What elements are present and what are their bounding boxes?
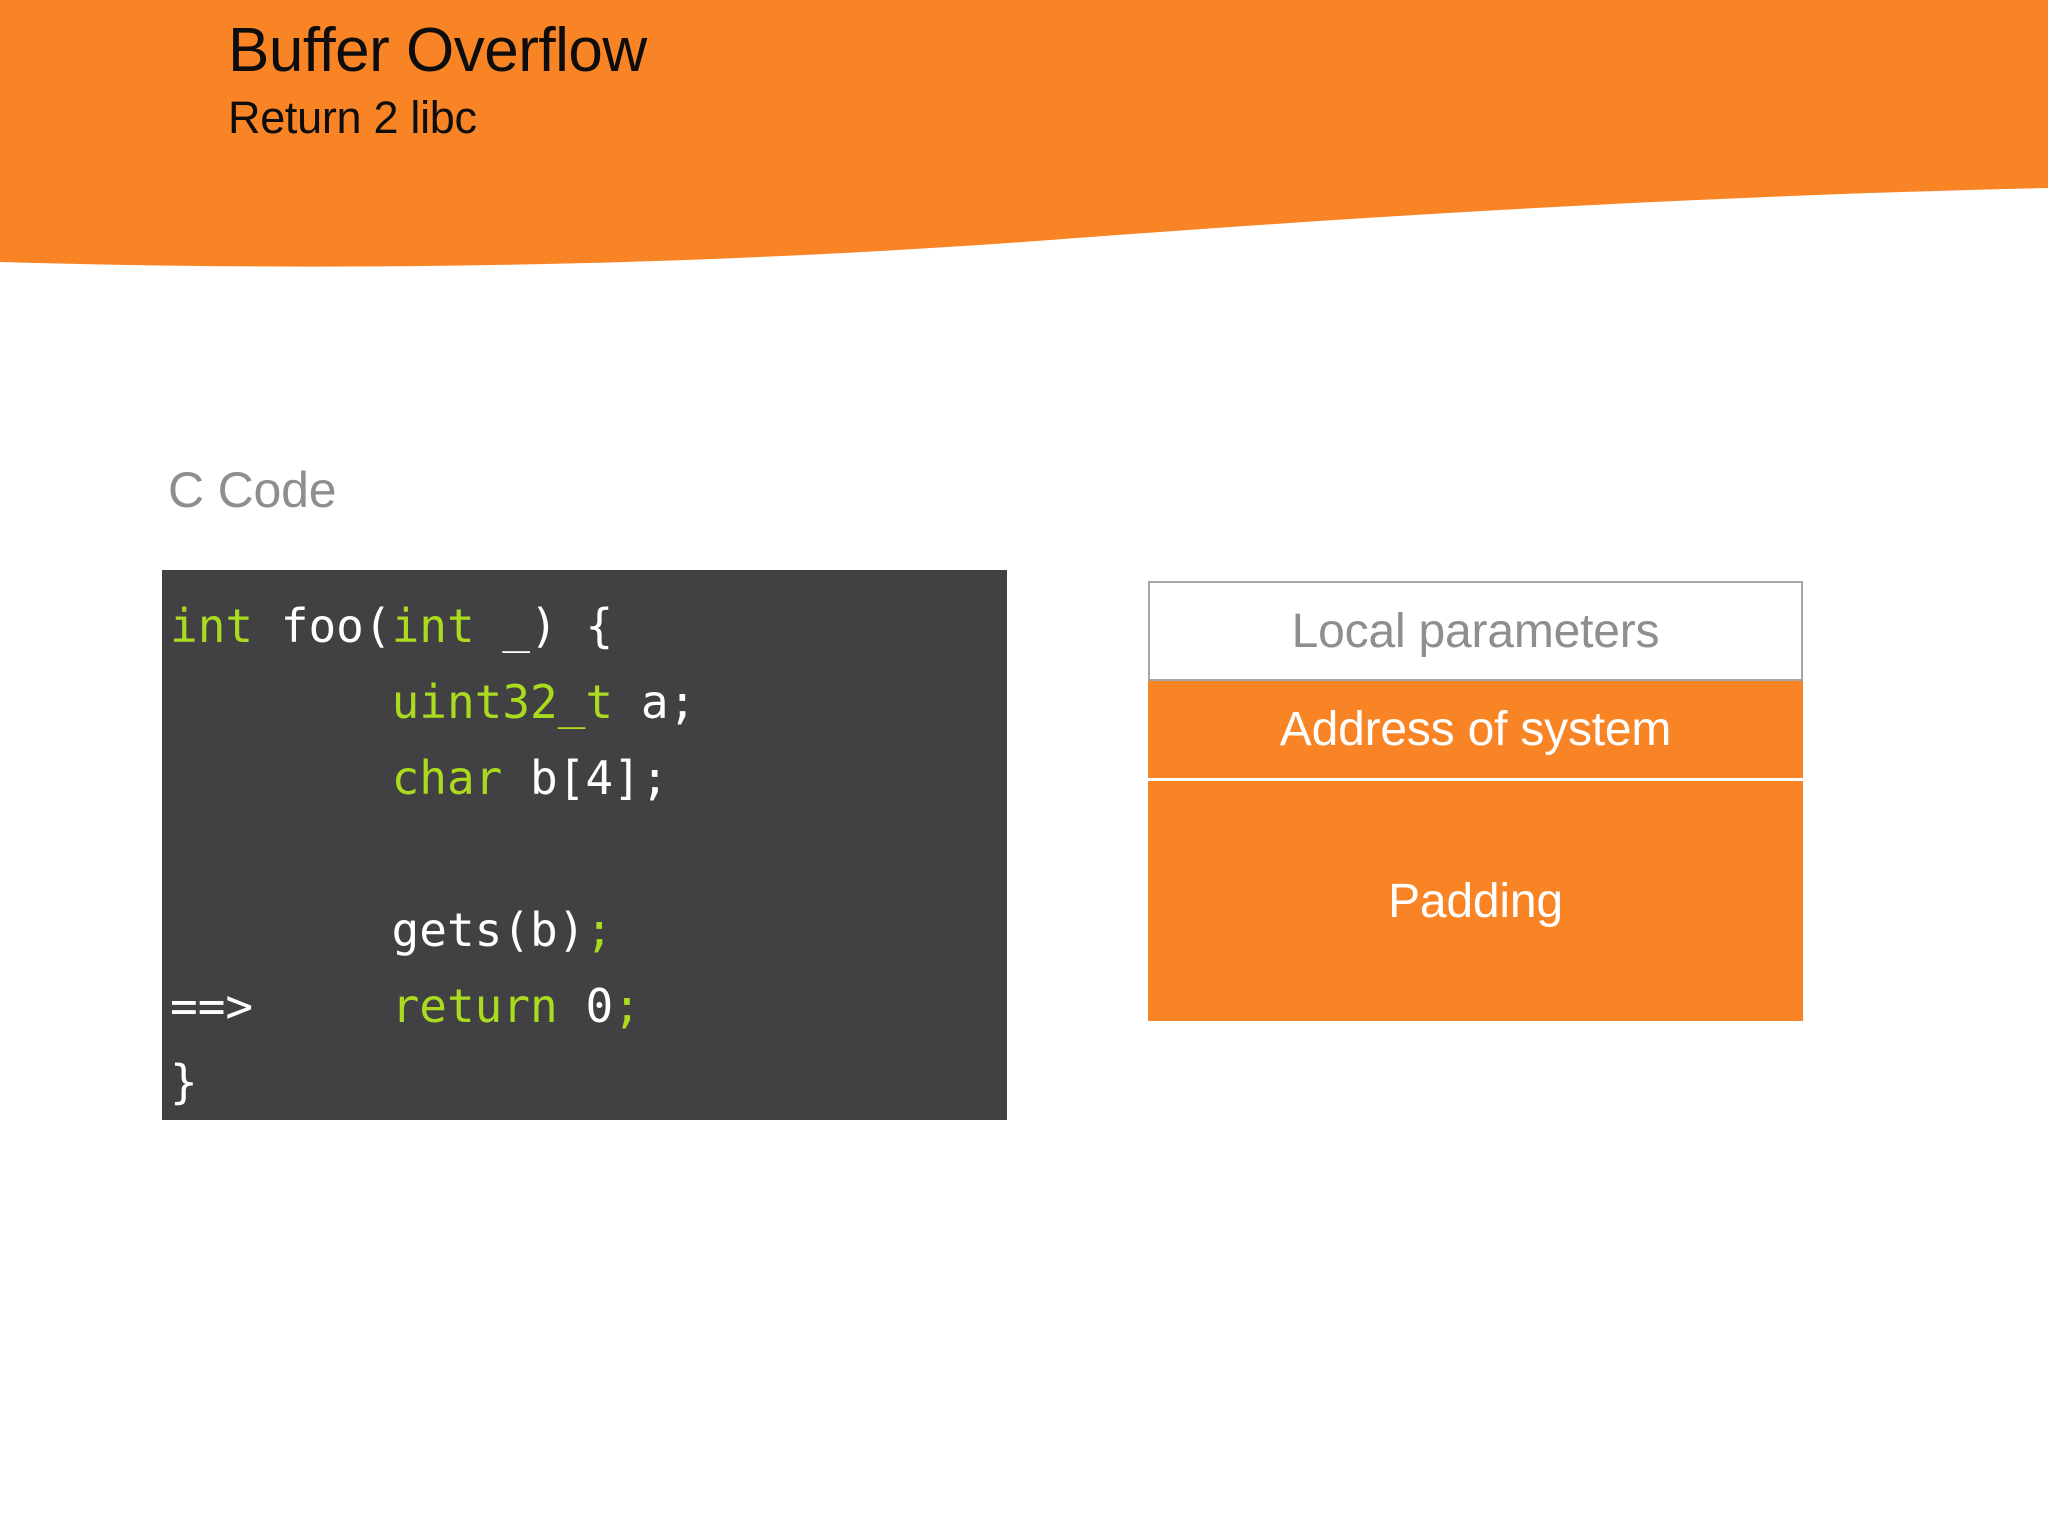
code-section-label: C Code (168, 462, 337, 518)
stack-cell-address-of-system: Address of system (1148, 681, 1803, 781)
code-line: int foo(int _) { (170, 599, 614, 653)
code-line-blank (170, 816, 1007, 892)
stack-cell-padding: Padding (1148, 781, 1803, 1021)
page-title: Buffer Overflow (228, 16, 647, 85)
page-subtitle: Return 2 libc (228, 92, 477, 144)
stack-diagram: Local parameters Address of system Paddi… (1148, 581, 1803, 1021)
stack-cell-local-parameters: Local parameters (1148, 581, 1803, 681)
code-line: } (170, 1055, 198, 1109)
header-text-group: Buffer Overflow Return 2 libc (228, 18, 647, 143)
slide-header: Buffer Overflow Return 2 libc (0, 0, 2048, 300)
header-orange-banner-shape (0, 0, 2048, 267)
code-line: char b[4]; (391, 751, 669, 805)
code-line: gets(b); (170, 903, 614, 957)
code-line: uint32_t a; (391, 675, 697, 729)
code-block: int foo(int _) { uint32_t a; char b[4]; … (162, 570, 1007, 1120)
code-line-current-marker: ==> return 0; (170, 979, 641, 1033)
